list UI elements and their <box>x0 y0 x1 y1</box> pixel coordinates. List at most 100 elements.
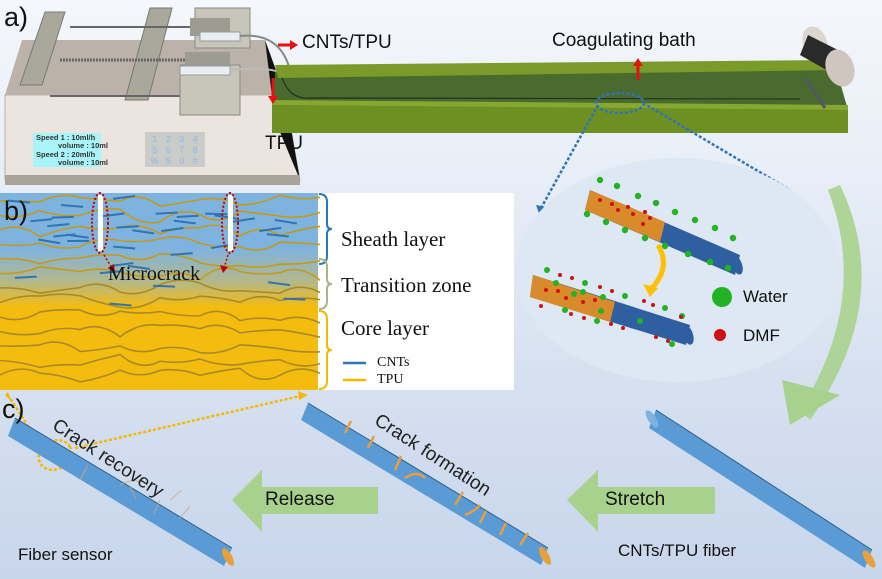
cnt-segment <box>155 211 178 215</box>
cnt-segment <box>205 212 228 216</box>
cnt-segment <box>259 226 282 233</box>
pump-keypad: 1 2 3 4 5 6 7 8 % 9 0 # <box>145 132 205 167</box>
tpu-chain <box>0 208 321 224</box>
cnt-segment <box>267 281 291 287</box>
water-molecule <box>594 318 600 324</box>
water-molecule <box>671 208 679 216</box>
water-molecule <box>661 242 669 250</box>
dmf-molecule <box>679 315 683 319</box>
cnts-tpu-fiber <box>645 409 876 568</box>
cnt-segment <box>112 194 136 200</box>
coagulating-bath-label: Coagulating bath <box>552 30 696 51</box>
dmf-molecule <box>610 289 614 293</box>
dmf-molecule <box>666 339 670 343</box>
layer-structure-diagram <box>0 192 366 390</box>
dmf-molecule <box>569 312 573 316</box>
cnt-segment <box>283 297 306 301</box>
water-molecule <box>562 307 568 313</box>
dmf-molecule <box>610 202 614 206</box>
dmf-molecule <box>598 198 602 202</box>
tpu-chain <box>0 236 321 251</box>
cnt-segment <box>161 227 184 233</box>
tpu-chain <box>0 308 321 324</box>
cnt-segment <box>173 219 196 225</box>
water-molecule <box>706 258 714 266</box>
water-molecule <box>641 234 649 242</box>
dmf-molecule <box>570 276 574 280</box>
pump-display-line: Speed 2 : 20ml/h <box>36 149 96 159</box>
cnt-segment <box>60 204 84 208</box>
sheath-layer-label: Sheath layer <box>341 227 446 251</box>
red-arrow-up-icon <box>633 58 643 80</box>
curved-arrow-icon <box>648 243 666 292</box>
spool-icon <box>800 26 855 109</box>
panel-label-a: a) <box>4 2 29 32</box>
key: 5 <box>152 145 158 155</box>
key: 3 <box>179 134 185 144</box>
cnts-tpu-fiber-label: CNTs/TPU fiber <box>618 541 737 560</box>
water-legend-label: Water <box>743 287 788 306</box>
tpu-chain <box>0 266 321 281</box>
key: 2 <box>165 134 171 144</box>
key: 7 <box>179 145 185 155</box>
cnt-segment <box>116 225 139 229</box>
water-molecule <box>613 182 621 190</box>
dmf-molecule <box>643 210 647 214</box>
water-molecule <box>652 199 660 207</box>
microcrack-marker <box>91 192 115 273</box>
cnt-segment <box>7 199 31 204</box>
water-molecule <box>662 305 668 311</box>
water-molecule <box>621 226 629 234</box>
cnt-segment <box>111 262 134 267</box>
water-molecule <box>600 294 606 300</box>
fiber-before-exchange <box>585 190 743 275</box>
cnt-segment <box>274 218 298 225</box>
key: 0 <box>179 156 185 166</box>
core-layer-label: Core layer <box>341 316 430 340</box>
dmf-molecule <box>626 205 630 209</box>
water-molecule <box>596 176 604 184</box>
cnt-segment <box>38 238 61 245</box>
dmf-molecule <box>581 300 585 304</box>
dmf-molecule <box>641 222 645 226</box>
key: 6 <box>165 145 171 155</box>
cnt-segment <box>51 215 74 219</box>
cnt-segment <box>176 214 199 219</box>
key: % <box>150 156 159 166</box>
cnt-segment <box>99 270 122 275</box>
water-molecule <box>553 280 559 286</box>
dmf-molecule <box>539 304 543 308</box>
tpu-chain <box>0 323 321 338</box>
cnt-segment <box>30 218 53 223</box>
dmf-molecule <box>648 216 652 220</box>
dmf-molecule <box>593 298 597 302</box>
water-molecule <box>634 192 642 200</box>
microcrack-label: Microcrack <box>108 263 201 285</box>
pump-display-line: Speed 1 : 10ml/h <box>36 133 96 142</box>
cnt-segment <box>66 233 89 239</box>
cnt-segment <box>102 212 125 218</box>
tpu-chain <box>0 293 321 309</box>
key: 9 <box>165 156 171 166</box>
water-molecule <box>711 224 719 232</box>
cnts-legend-label: CNTs <box>377 355 410 370</box>
tpu-legend-label: TPU <box>377 372 404 387</box>
pump-display: Speed 1 : 10ml/h volume : 10ml Speed 2 :… <box>33 133 108 167</box>
fiber-with-cracks <box>301 402 552 565</box>
water-molecule <box>669 341 675 347</box>
transition-zone-label: Transition zone <box>341 273 472 297</box>
water-molecule <box>729 234 737 242</box>
water-molecule <box>571 291 577 297</box>
key: 1 <box>152 134 158 144</box>
cnt-segment <box>232 217 255 223</box>
fiber-during-exchange <box>530 275 694 345</box>
tpu-chain <box>0 253 321 268</box>
dmf-molecule <box>556 289 560 293</box>
release-arrow-icon <box>232 470 378 532</box>
dmf-molecule <box>616 208 620 212</box>
dmf-molecule <box>564 296 568 300</box>
water-molecule <box>691 216 699 224</box>
water-molecule <box>544 267 550 273</box>
